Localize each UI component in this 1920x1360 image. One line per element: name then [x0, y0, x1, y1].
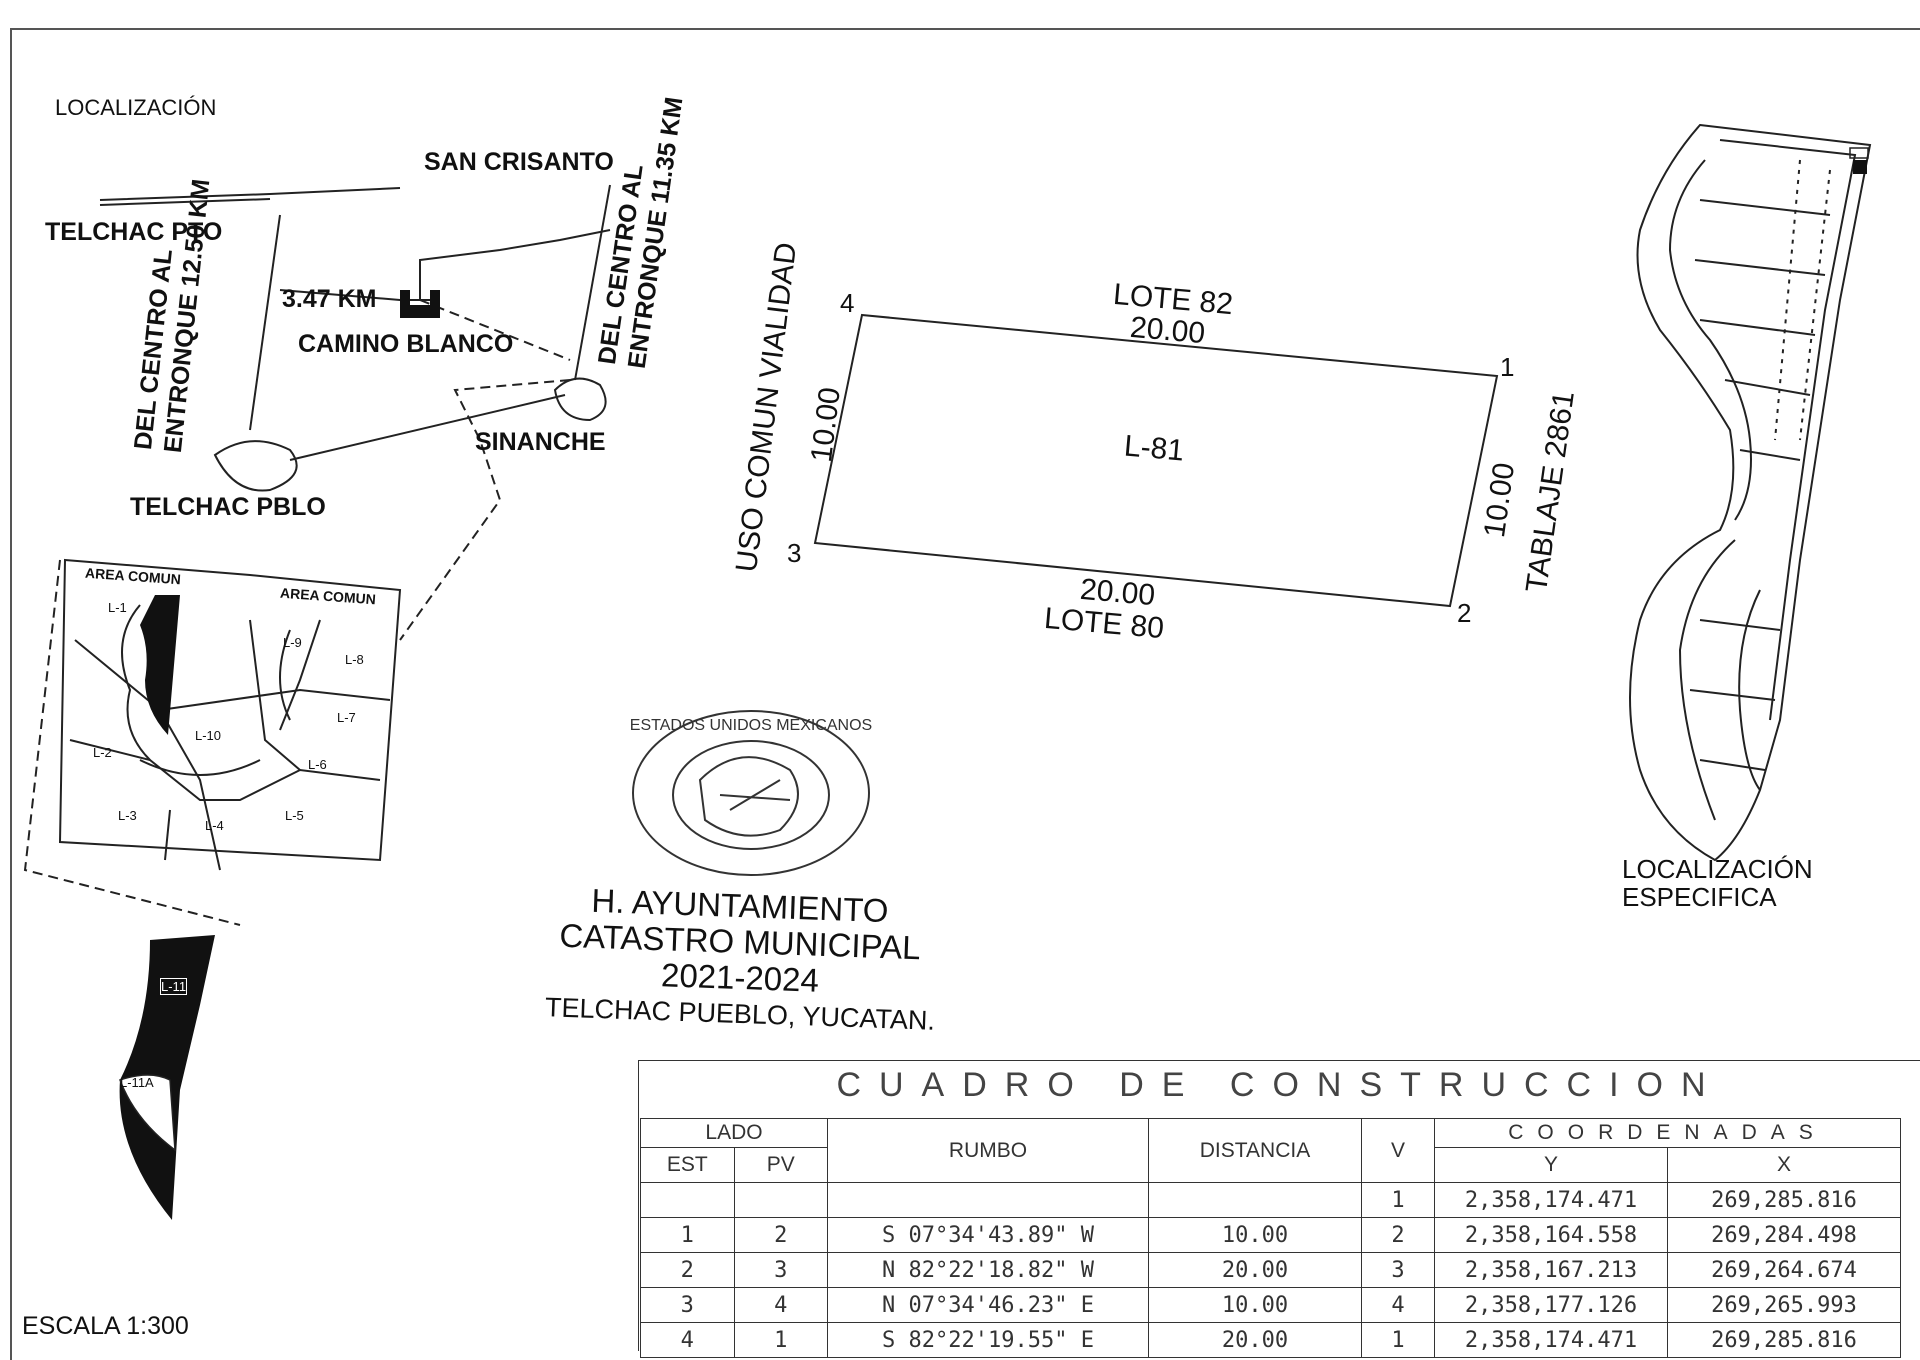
- lot-l8-label: L-8: [345, 652, 364, 667]
- municipal-stamp: H. AYUNTAMIENTO CATASTRO MUNICIPAL 2021-…: [510, 882, 970, 1036]
- cell-y: 2,358,177.126: [1434, 1287, 1668, 1323]
- cell-distancia: [1148, 1182, 1362, 1218]
- header-y: Y: [1434, 1147, 1668, 1183]
- vertex-2-label: 2: [1457, 598, 1472, 628]
- lot-l9-label: L-9: [283, 635, 302, 650]
- vertex-3-label: 3: [787, 538, 802, 568]
- construction-table-title: CUADRO DE CONSTRUCCION: [836, 1066, 1724, 1104]
- cell-rumbo: [827, 1182, 1149, 1218]
- coast-road-line: [99, 187, 401, 201]
- cell-est: [640, 1182, 735, 1218]
- header-pv: PV: [733, 1147, 828, 1183]
- table-row: 2 3 N 82°22'18.82" W 20.00 3 2,358,167.2…: [640, 1252, 1901, 1288]
- cell-rumbo: N 82°22'18.82" W: [827, 1252, 1149, 1288]
- cell-y: 2,358,174.471: [1434, 1322, 1668, 1358]
- cell-distancia: 10.00: [1148, 1287, 1362, 1323]
- cell-rumbo: N 07°34'46.23" E: [827, 1287, 1149, 1323]
- cell-x: 269,284.498: [1667, 1217, 1901, 1253]
- distance-label: 3.47 KM: [282, 285, 377, 313]
- scale-label: ESCALA 1:300: [22, 1312, 189, 1340]
- seal-text: ESTADOS UNIDOS MEXICANOS: [630, 717, 872, 734]
- cell-distancia: 20.00: [1148, 1322, 1362, 1358]
- lower-lot-l11-fill: [119, 935, 215, 1220]
- cell-x: 269,264.674: [1667, 1252, 1901, 1288]
- camino-blanco-marker: [400, 290, 440, 318]
- lower-lot-l11a-label: L-11A: [120, 1075, 154, 1090]
- lot-l1-label: L-1: [108, 600, 127, 615]
- cell-pv: 3: [733, 1252, 828, 1288]
- header-distancia: DISTANCIA: [1148, 1118, 1362, 1183]
- header-coordenadas: COORDENADAS: [1434, 1118, 1901, 1148]
- construction-table: LADO RUMBO DISTANCIA V COORDENADAS EST P…: [640, 1118, 1901, 1358]
- cell-rumbo: S 07°34'43.89" W: [827, 1217, 1149, 1253]
- location-map-title: LOCALIZACIÓN: [55, 95, 217, 120]
- lot-id-label: L-81: [1122, 429, 1186, 468]
- lot-l4-label: L-4: [205, 818, 224, 833]
- cell-y: 2,358,164.558: [1434, 1217, 1668, 1253]
- header-x: X: [1667, 1147, 1901, 1183]
- subdivision-lot-l1-fill: [140, 595, 180, 735]
- left-road-line: [249, 214, 281, 431]
- place-telchac-pto: TELCHAC PTO: [45, 218, 223, 246]
- place-san-crisanto: SAN CRISANTO: [424, 148, 614, 176]
- cell-est: 3: [640, 1287, 735, 1323]
- north-length-label: 20.00: [1128, 310, 1207, 351]
- sinanche-shape: [553, 377, 607, 422]
- table-row: 3 4 N 07°34'46.23" E 10.00 4 2,358,177.1…: [640, 1287, 1901, 1323]
- construction-table-frame: [638, 1060, 1920, 1351]
- cell-rumbo: S 82°22'19.55" E: [827, 1322, 1149, 1358]
- lot-l6-label: L-6: [308, 757, 327, 772]
- vertex-1-label: 1: [1500, 352, 1515, 382]
- lower-lot-l11-label: L-11: [160, 978, 188, 995]
- specific-location-line-2: ESPECIFICA: [1622, 882, 1777, 912]
- lot-polygon: [813, 313, 1499, 608]
- lot-l3-label: L-3: [118, 808, 137, 823]
- lot-l5-label: L-5: [285, 808, 304, 823]
- specific-location-line-1: LOCALIZACIÓN: [1622, 854, 1813, 884]
- cell-x: 269,265.993: [1667, 1287, 1901, 1323]
- cell-est: 1: [640, 1217, 735, 1253]
- place-camino-blanco: CAMINO BLANCO: [298, 330, 514, 358]
- specific-location-label: LOCALIZACIÓN ESPECIFICA: [1622, 855, 1813, 911]
- lot-l10-label: L-10: [195, 728, 222, 743]
- specific-location-drawing: [1629, 123, 1872, 862]
- header-lado: LADO: [640, 1118, 828, 1148]
- cell-v: 4: [1361, 1287, 1435, 1323]
- cell-est: 4: [640, 1322, 735, 1358]
- subdivision-outline: [58, 558, 402, 862]
- lot-l7-label: L-7: [337, 710, 356, 725]
- header-v: V: [1361, 1118, 1435, 1183]
- sheet-frame: [10, 28, 1920, 1360]
- cell-x: 269,285.816: [1667, 1182, 1901, 1218]
- national-seal: [632, 710, 870, 876]
- cell-distancia: 20.00: [1148, 1252, 1362, 1288]
- lot-l2-label: L-2: [93, 745, 112, 760]
- cell-distancia: 10.00: [1148, 1217, 1362, 1253]
- vertex-4-label: 4: [840, 288, 855, 318]
- cell-v: 2: [1361, 1217, 1435, 1253]
- table-row: 1 2,358,174.471 269,285.816: [640, 1182, 1901, 1218]
- cell-x: 269,285.816: [1667, 1322, 1901, 1358]
- cell-y: 2,358,174.471: [1434, 1182, 1668, 1218]
- telchac-pblo-shape: [213, 440, 298, 492]
- cell-v: 3: [1361, 1252, 1435, 1288]
- cell-pv: 2: [733, 1217, 828, 1253]
- cell-v: 1: [1361, 1182, 1435, 1218]
- cell-pv: 1: [733, 1322, 828, 1358]
- place-telchac-pblo: TELCHAC PBLO: [130, 493, 326, 521]
- cell-y: 2,358,167.213: [1434, 1252, 1668, 1288]
- place-sinanche: SINANCHE: [475, 428, 606, 456]
- cell-est: 2: [640, 1252, 735, 1288]
- cell-pv: [733, 1182, 828, 1218]
- cell-v: 1: [1361, 1322, 1435, 1358]
- table-row: 1 2 S 07°34'43.89" W 10.00 2 2,358,164.5…: [640, 1217, 1901, 1253]
- header-est: EST: [640, 1147, 735, 1183]
- right-road-line: [574, 184, 611, 381]
- cell-pv: 4: [733, 1287, 828, 1323]
- header-rumbo: RUMBO: [827, 1118, 1149, 1183]
- table-row: 4 1 S 82°22'19.55" E 20.00 1 2,358,174.4…: [640, 1322, 1901, 1358]
